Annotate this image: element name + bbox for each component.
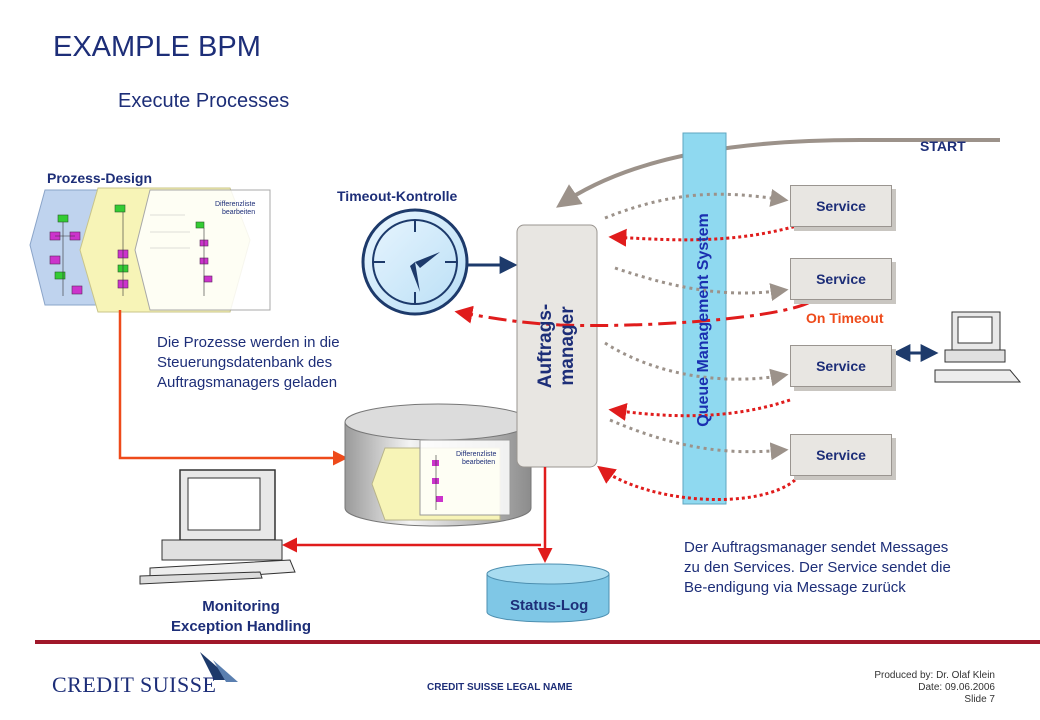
on-timeout-label: On Timeout <box>806 310 884 326</box>
slide-number: Slide 7 <box>964 694 995 705</box>
start-label: START <box>920 138 966 154</box>
service-box-2: Service <box>790 258 892 300</box>
timeout-label: Timeout-Kontrolle <box>337 188 458 204</box>
thumb-text-2: bearbeiten <box>222 209 255 216</box>
monitoring-computer-icon <box>139 469 296 585</box>
user-computer-icon <box>934 311 1022 383</box>
status-log-label: Status-Log <box>510 597 589 614</box>
svg-text:bearbeiten: bearbeiten <box>462 459 495 466</box>
queue-label: Queue Management System <box>695 213 712 427</box>
timeout-clock-icon <box>361 208 469 316</box>
legal-name: CREDIT SUISSE LEGAL NAME <box>427 682 573 693</box>
footer-meta: Produced by: Dr. Olaf Klein Date: 09.06.… <box>874 670 995 706</box>
process-design-graphic: Differenzliste bearbeiten <box>29 187 271 313</box>
slide-subtitle: Execute Processes <box>118 90 290 112</box>
manager-note: Der Auftragsmanager sendet Messages zu d… <box>684 539 951 596</box>
status-log-cylinder <box>486 563 610 623</box>
credit-suisse-logo: CREDIT SUISSE <box>52 672 217 697</box>
service-box-3: Service <box>790 345 892 387</box>
footer-line <box>35 640 1040 644</box>
svg-text:Differenzliste: Differenzliste <box>456 451 496 458</box>
timeout-arrow <box>454 300 811 328</box>
auftragsmanager-label: Auftrags- manager <box>535 303 578 389</box>
service-box-1: Service <box>790 185 892 227</box>
process-note: Die Prozesse werden in die Steuerungsdat… <box>157 334 340 391</box>
footer-date: Date: 09.06.2006 <box>918 682 995 693</box>
slide-title: EXAMPLE BPM <box>53 31 261 63</box>
response-arrows <box>597 223 801 501</box>
process-design-label: Prozess-Design <box>47 170 153 186</box>
exception-handling-label: Exception Handling <box>170 618 311 635</box>
database-cylinder: Differenzliste bearbeiten <box>344 403 532 527</box>
credit-suisse-sails-icon <box>200 652 238 682</box>
thumb-text-1: Differenzliste <box>215 201 255 208</box>
request-arrows <box>604 189 789 461</box>
auftragsmanager-box <box>516 224 598 468</box>
load-arrow <box>118 310 348 466</box>
service-box-4: Service <box>790 434 892 476</box>
monitoring-label: Monitoring <box>202 598 280 615</box>
produced-by: Produced by: Dr. Olaf Klein <box>874 670 995 681</box>
